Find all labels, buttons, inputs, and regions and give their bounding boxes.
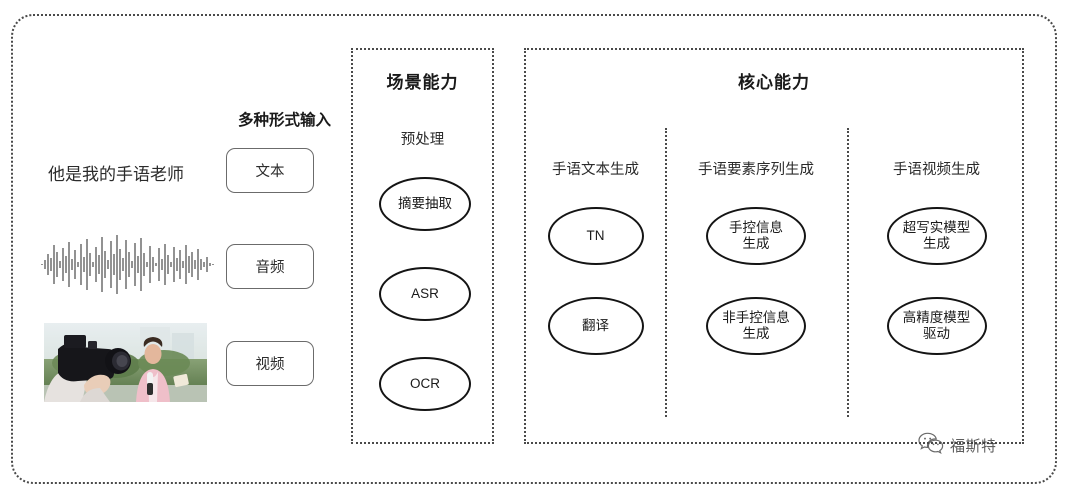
- scene-node-asr[interactable]: ASR: [379, 267, 471, 321]
- watermark: 福斯特: [918, 432, 997, 459]
- core-capability-panel: 核心能力 手语文本生成 TN 翻译 手语要素序列生成 手控信息 生成 非手控信息…: [524, 48, 1024, 444]
- input-section-heading: 多种形式输入: [238, 112, 332, 129]
- core-column-heading-3: 手语视频生成: [893, 162, 980, 178]
- core-capability-title: 核心能力: [738, 73, 810, 92]
- modality-button-video[interactable]: 视频: [226, 341, 314, 386]
- watermark-text: 福斯特: [950, 438, 997, 455]
- core-column-heading-1: 手语文本生成: [552, 162, 639, 178]
- core-node-tn[interactable]: TN: [547, 207, 644, 265]
- wechat-icon: [918, 432, 944, 459]
- core-column-sign-video-generation: 手语视频生成 超写实模型 生成 高精度模型 驱动: [847, 50, 1026, 442]
- core-node-translation[interactable]: 翻译: [547, 297, 644, 355]
- core-node-photorealistic-model-generation[interactable]: 超写实模型 生成: [886, 207, 987, 265]
- column-divider-2: [847, 128, 849, 417]
- sample-sentence-text: 他是我的手语老师: [48, 165, 184, 184]
- scene-node-summary-extraction[interactable]: 摘要抽取: [379, 177, 471, 231]
- column-divider-1: [665, 128, 667, 417]
- core-column-sign-text-generation: 手语文本生成 TN 翻译: [526, 50, 665, 442]
- core-node-non-manual-info-generation[interactable]: 非手控信息 生成: [706, 297, 806, 355]
- scene-capability-subtitle: 预处理: [400, 132, 445, 148]
- scene-node-ocr[interactable]: OCR: [379, 357, 471, 411]
- video-thumbnail-image: [44, 323, 207, 402]
- core-node-high-precision-model-driving[interactable]: 高精度模型 驱动: [886, 297, 987, 355]
- outer-dotted-frame: [11, 14, 1057, 484]
- audio-waveform-icon: [40, 232, 215, 297]
- modality-button-text[interactable]: 文本: [226, 148, 314, 193]
- input-section: 多种形式输入 他是我的手语老师: [20, 30, 340, 460]
- modality-button-audio[interactable]: 音频: [226, 244, 314, 289]
- core-column-sign-element-sequence: 手语要素序列生成 手控信息 生成 非手控信息 生成: [665, 50, 847, 442]
- scene-capability-title: 场景能力: [386, 73, 459, 92]
- core-column-heading-2: 手语要素序列生成: [698, 162, 814, 178]
- core-node-manual-info-generation[interactable]: 手控信息 生成: [706, 207, 806, 265]
- scene-capability-panel: 场景能力 预处理 摘要抽取 ASR OCR: [351, 48, 494, 444]
